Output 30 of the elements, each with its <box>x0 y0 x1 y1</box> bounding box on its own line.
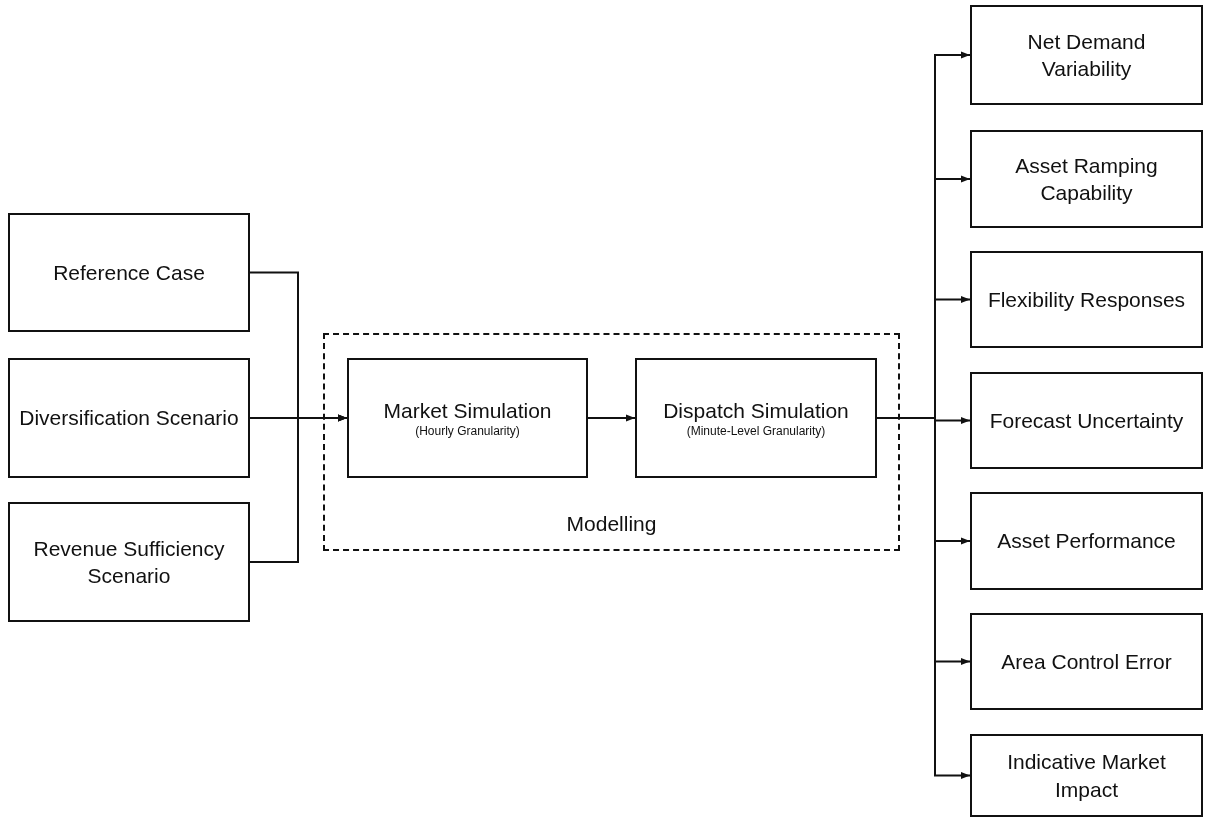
group-label: Modelling <box>566 510 657 537</box>
box-label: Forecast Uncertainty <box>989 407 1184 434</box>
box-sublabel: (Hourly Granularity) <box>415 424 520 439</box>
dashed-group-box <box>323 333 900 551</box>
process-box <box>970 372 1203 469</box>
process-box <box>8 358 250 478</box>
box-label: Asset Performance <box>997 528 1176 555</box>
process-box <box>970 5 1203 105</box>
arrow <box>249 414 348 563</box>
process-box <box>635 358 877 478</box>
box-label: Area Control Error <box>1001 648 1172 675</box>
box-label: Net Demand Variability <box>1026 28 1147 82</box>
process-box <box>347 358 588 478</box>
box-label: Asset Ramping Capability <box>1014 152 1159 206</box>
box-label: Flexibility Responses <box>987 286 1186 313</box>
process-box <box>8 502 250 622</box>
box-label: Indicative Market Impact <box>1006 749 1167 803</box>
box-label: Diversification Scenario <box>19 405 239 432</box>
process-box <box>970 734 1203 817</box>
arrow <box>587 414 636 422</box>
process-box <box>970 251 1203 348</box>
process-box <box>970 613 1203 710</box>
box-label: Dispatch Simulation <box>663 398 849 425</box>
process-box <box>8 213 250 332</box>
box-sublabel: (Minute-Level Granularity) <box>686 424 826 439</box>
process-box <box>970 130 1203 228</box>
box-label: Reference Case <box>53 259 205 286</box>
box-label: Market Simulation <box>383 398 552 425</box>
process-box <box>970 492 1203 590</box>
box-label: Revenue Sufficiency Scenario <box>32 535 226 589</box>
